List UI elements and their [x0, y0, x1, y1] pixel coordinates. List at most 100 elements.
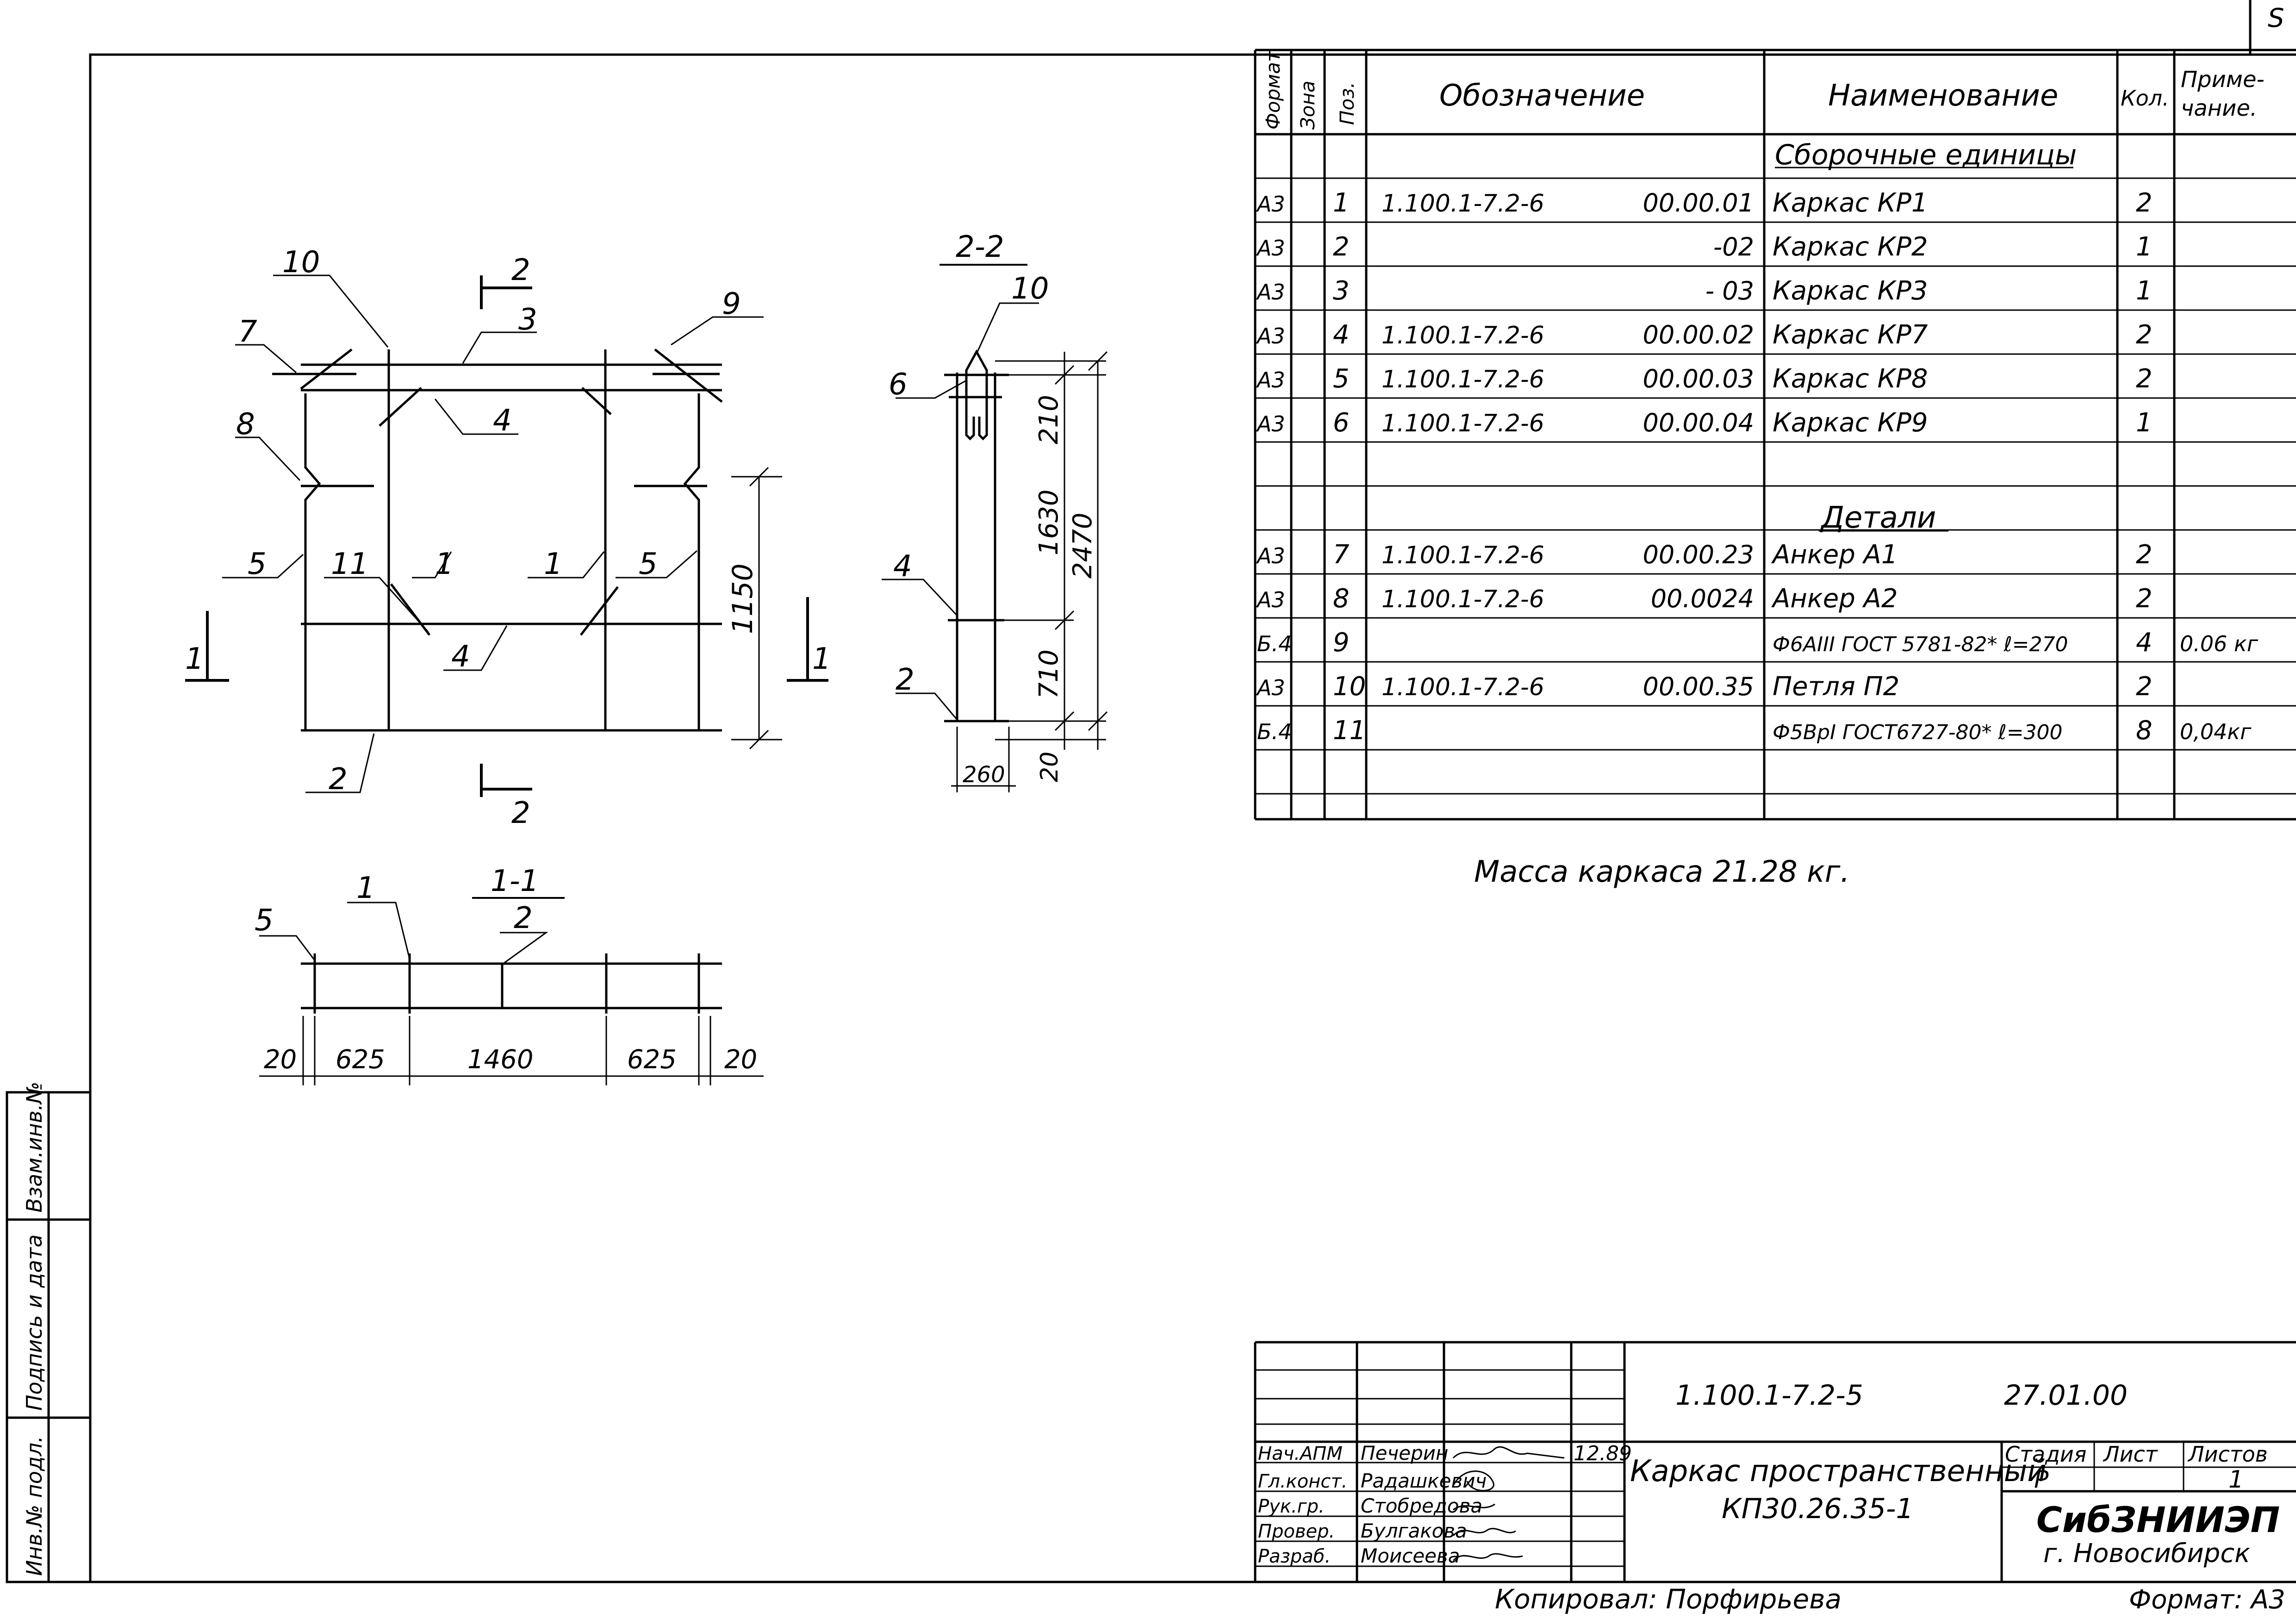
front-dim-1150: 1150 — [727, 563, 759, 634]
person-name: Булгакова — [1361, 1519, 1467, 1542]
role-label: Рук.гр. — [1258, 1496, 1325, 1517]
spec-format: А3 — [1256, 236, 1285, 261]
title-line-1: Каркас пространственный — [1630, 1454, 2047, 1488]
spec-code: 1.100.1-7.2-6 — [1381, 673, 1544, 701]
spec-table: Формат Зона Поз. Обозначение Наименовани… — [1254, 49, 2296, 821]
plan-dim-20-left: 20 — [264, 1045, 297, 1075]
front-callout-8: 8 — [236, 407, 255, 442]
spec-num: 00.0024 — [1651, 584, 1754, 613]
plan-dim-1460: 1460 — [467, 1045, 534, 1075]
section-assemblies: Сборочные единицы — [1775, 139, 2077, 171]
plan-callout-5: 5 — [255, 903, 274, 938]
front-callout-4-top: 4 — [493, 404, 512, 438]
roles: Нач.АПМГл.конст.Рук.гр.Провер.Разраб.Печ… — [1258, 1442, 1487, 1567]
header-designation: Обозначение — [1439, 79, 1645, 113]
cut-label-1-left: 1 — [185, 642, 204, 676]
spec-format: Б.4 — [1257, 719, 1292, 744]
side-callout-4: 4 — [893, 549, 912, 584]
cut-label-1-right: 1 — [812, 642, 831, 676]
person-name: Стобредова — [1361, 1494, 1482, 1517]
spec-format: Б.4 — [1257, 631, 1292, 656]
role-label: Нач.АПМ — [1258, 1443, 1343, 1464]
side-dim-710: 710 — [1034, 649, 1064, 699]
side-dim-20: 20 — [1036, 752, 1064, 782]
spec-qty: 2 — [2136, 584, 2153, 614]
org-city: г. Новосибирск — [2043, 1538, 2250, 1569]
spec-format: А3 — [1256, 280, 1285, 305]
front-callout-7: 7 — [238, 315, 257, 349]
spec-qty: 1 — [2136, 408, 2153, 438]
spec-name: Ф6АIII ГОСТ 5781-82* ℓ=270 — [1773, 633, 2068, 656]
role-label: Разраб. — [1258, 1546, 1331, 1567]
format-note: Формат: А3 — [2129, 1585, 2285, 1615]
spec-name: Каркас КР3 — [1773, 276, 1928, 306]
front-callout-4-bottom: 4 — [451, 640, 470, 674]
front-callout-1-right: 1 — [544, 547, 563, 581]
front-callout-3: 3 — [518, 303, 537, 337]
cut-label-2-top: 2 — [511, 253, 530, 287]
title-block: 1.100.1-7.2-5 27.01.00 Нач.АПМГл.конст.Р… — [1254, 1341, 2296, 1615]
front-callout-10: 10 — [282, 245, 320, 280]
side-dim-2470: 2470 — [1068, 512, 1098, 579]
spec-pos: 9 — [1333, 628, 1350, 658]
plan-callout-2: 2 — [514, 901, 533, 935]
spec-qty: 1 — [2136, 232, 2153, 262]
spec-name: Петля П2 — [1773, 672, 1899, 702]
role-label: Провер. — [1258, 1521, 1335, 1542]
spec-num: 00.00.03 — [1643, 364, 1754, 393]
spec-name: Каркас КР2 — [1773, 232, 1928, 262]
person-name: Моисеева — [1361, 1544, 1460, 1567]
side-callout-6: 6 — [889, 367, 908, 402]
org-name: СибЗНИИЭП — [2036, 1499, 2280, 1540]
front-view: 10 3 9 7 4 8 5 11 1 1 5 4 2 1150 2 2 1 1 — [185, 245, 831, 830]
side-stamp-inv: Инв.№ подл. — [22, 1436, 47, 1576]
spec-name: Ф5ВрI ГОСТ6727-80* ℓ=300 — [1773, 721, 2063, 744]
plan-dim-625-right: 625 — [627, 1045, 677, 1075]
person-name: Печерин — [1361, 1442, 1449, 1464]
spec-format: А3 — [1256, 587, 1285, 612]
stage-value: Р — [2034, 1466, 2049, 1494]
spec-name: Каркас КР1 — [1773, 188, 1928, 218]
spec-num: -02 — [1713, 232, 1754, 262]
front-callout-5-right: 5 — [639, 547, 658, 581]
spec-qty: 4 — [2136, 628, 2153, 658]
section-2-2-title: 2-2 — [956, 230, 1004, 264]
header-note-2: чание. — [2181, 95, 2257, 121]
spec-format: А3 — [1256, 675, 1285, 700]
spec-qty: 2 — [2136, 188, 2153, 218]
spec-row: Б.4 9 Ф6АIII ГОСТ 5781-82* ℓ=270 4 0.06 кг — [1257, 628, 2259, 658]
copied-by: Копировал: Порфирьева — [1495, 1583, 1842, 1615]
signatures — [1452, 1446, 1565, 1562]
side-dim-260: 260 — [963, 762, 1005, 788]
doc-date: 27.01.00 — [2004, 1379, 2128, 1412]
spec-name: Каркас КР7 — [1773, 320, 1928, 350]
header-format: Формат — [1262, 50, 1284, 130]
section-1-1-title: 1-1 — [491, 864, 539, 898]
spec-qty: 2 — [2136, 672, 2153, 702]
spec-pos: 11 — [1333, 716, 1366, 746]
spec-qty: 2 — [2136, 540, 2153, 570]
sheet-mark: S — [2268, 3, 2284, 33]
spec-qty: 1 — [2136, 276, 2153, 306]
spec-num: 00.00.35 — [1643, 672, 1754, 701]
spec-pos: 3 — [1333, 276, 1350, 306]
spec-qty: 2 — [2136, 364, 2153, 394]
spec-note: 0.06 кг — [2180, 631, 2259, 656]
sheet-frame — [89, 53, 2296, 1583]
spec-code: 1.100.1-7.2-6 — [1381, 542, 1544, 569]
side-callout-2: 2 — [896, 663, 915, 697]
header-zone: Зона — [1296, 81, 1319, 130]
header-note-1: Приме- — [2181, 67, 2265, 93]
sheets-value: 1 — [2228, 1466, 2244, 1494]
spec-name: Анкер А1 — [1771, 540, 1898, 570]
spec-pos: 4 — [1333, 320, 1350, 350]
